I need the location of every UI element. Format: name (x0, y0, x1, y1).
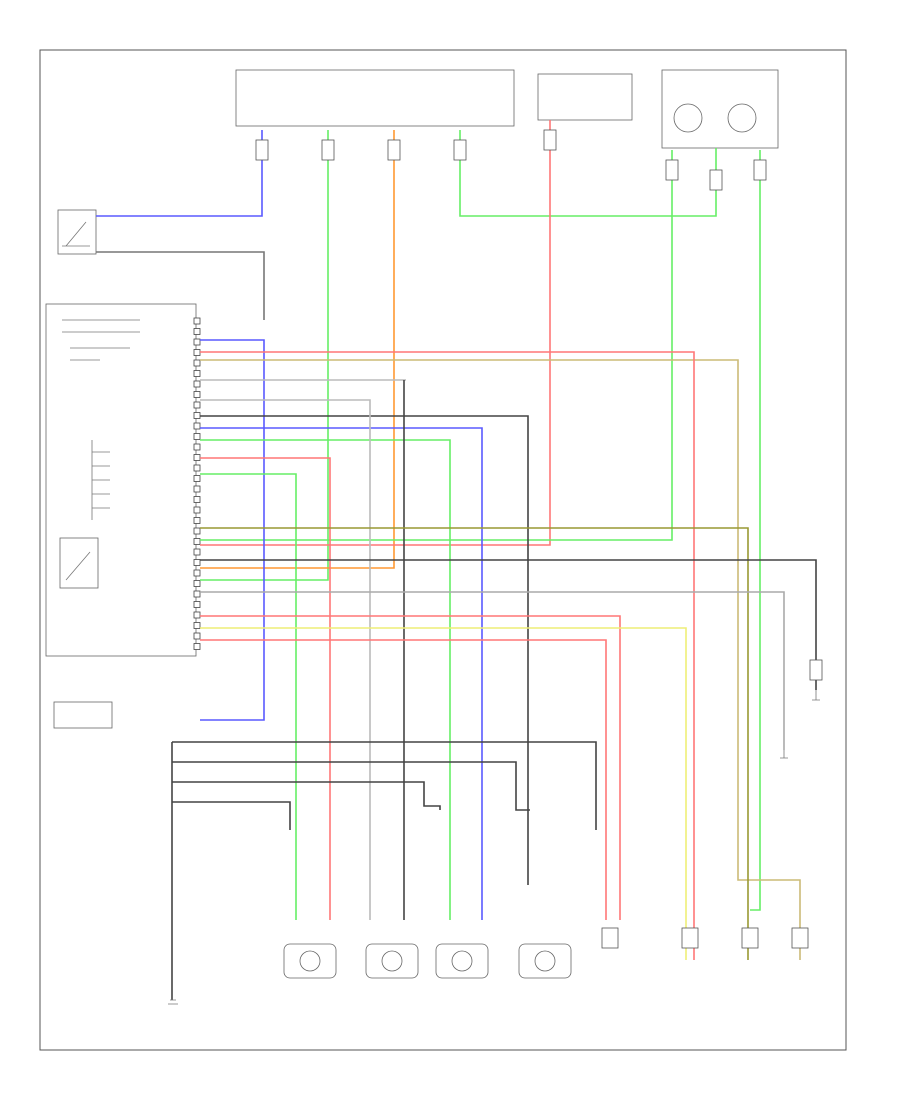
wire-pink (200, 120, 551, 546)
connector-sensor-c (791, 927, 809, 949)
ground-symbols (168, 690, 820, 1005)
connector-pin (193, 359, 201, 367)
connector-pin (193, 580, 201, 587)
connector-pin (193, 338, 201, 346)
wire-orange (200, 130, 395, 569)
connector-pin (193, 380, 201, 388)
connector-pin (193, 643, 201, 650)
wire-red-1 (200, 457, 331, 920)
wire-dark-3 (200, 559, 817, 690)
connector-pin (193, 401, 201, 409)
wire-green-5 (200, 439, 451, 920)
wheel-speed-sensor (283, 943, 337, 979)
diagram-frame (39, 49, 847, 1051)
wire-blue-top (96, 130, 263, 217)
sensor-row (283, 927, 809, 979)
wire-green-3 (200, 150, 673, 541)
connector-pin (193, 412, 201, 419)
wire-grey-2 (200, 399, 371, 920)
wire-pink-2 (200, 351, 695, 960)
wheel-speed-sensor (435, 943, 489, 979)
wire-green-6 (200, 473, 297, 920)
connector-pin (193, 548, 201, 556)
connector-pin (193, 611, 201, 619)
wire-blue-1 (200, 339, 265, 721)
connector-pin (193, 527, 201, 535)
connector-pin (193, 422, 201, 430)
connector-pin (193, 328, 201, 335)
connector-pin (193, 517, 201, 524)
wire-dark-switch (96, 251, 265, 320)
fuse-block (235, 69, 633, 127)
connector-pin (193, 601, 201, 608)
wire-grey-3 (200, 591, 785, 750)
wire-yellow (200, 627, 687, 960)
control-unit (45, 303, 197, 657)
connector-pin (193, 506, 201, 514)
wire-red-2 (200, 639, 607, 920)
connector-pins (193, 317, 201, 650)
wheel-speed-sensor (518, 943, 572, 979)
wire-dark-4 (172, 741, 597, 830)
connector-pin (193, 454, 201, 461)
connector-pin (193, 590, 201, 598)
connector-pin (193, 391, 201, 398)
connector-pin (193, 622, 201, 629)
wire-green-1 (200, 130, 329, 581)
wire-tan-1 (200, 359, 801, 960)
connector-pin (193, 538, 201, 545)
connector-pin (193, 443, 201, 451)
connector-pin (193, 464, 201, 472)
top-right-module (661, 69, 779, 149)
switch-box (57, 209, 97, 255)
connector-pin (193, 485, 201, 493)
connector-pin (193, 317, 201, 325)
wire-pink-3 (200, 615, 621, 920)
connector-sensor-b (741, 927, 759, 949)
connector-pin (193, 475, 201, 482)
wire-dark-5 (172, 761, 530, 811)
connector-blocks (255, 129, 823, 681)
wire-dark-1 (200, 415, 529, 885)
wire-dark-7 (172, 801, 291, 830)
lower-left-module (53, 701, 113, 729)
connector-pin (193, 496, 201, 503)
connector-pin (193, 349, 201, 356)
wire-green-4 (750, 150, 761, 911)
connector-pin (193, 559, 201, 566)
wire-group (96, 120, 817, 1000)
wire-blue-2 (200, 427, 483, 920)
connector-pin (193, 370, 201, 377)
connector-pin (193, 569, 201, 577)
wire-dark-6 (172, 781, 441, 810)
connector-sensor-a (681, 927, 699, 949)
wheel-speed-sensor (365, 943, 419, 979)
connector-pressure (601, 927, 619, 949)
wire-olive (200, 527, 749, 960)
connector-pin (193, 632, 201, 640)
connector-pin (193, 433, 201, 440)
